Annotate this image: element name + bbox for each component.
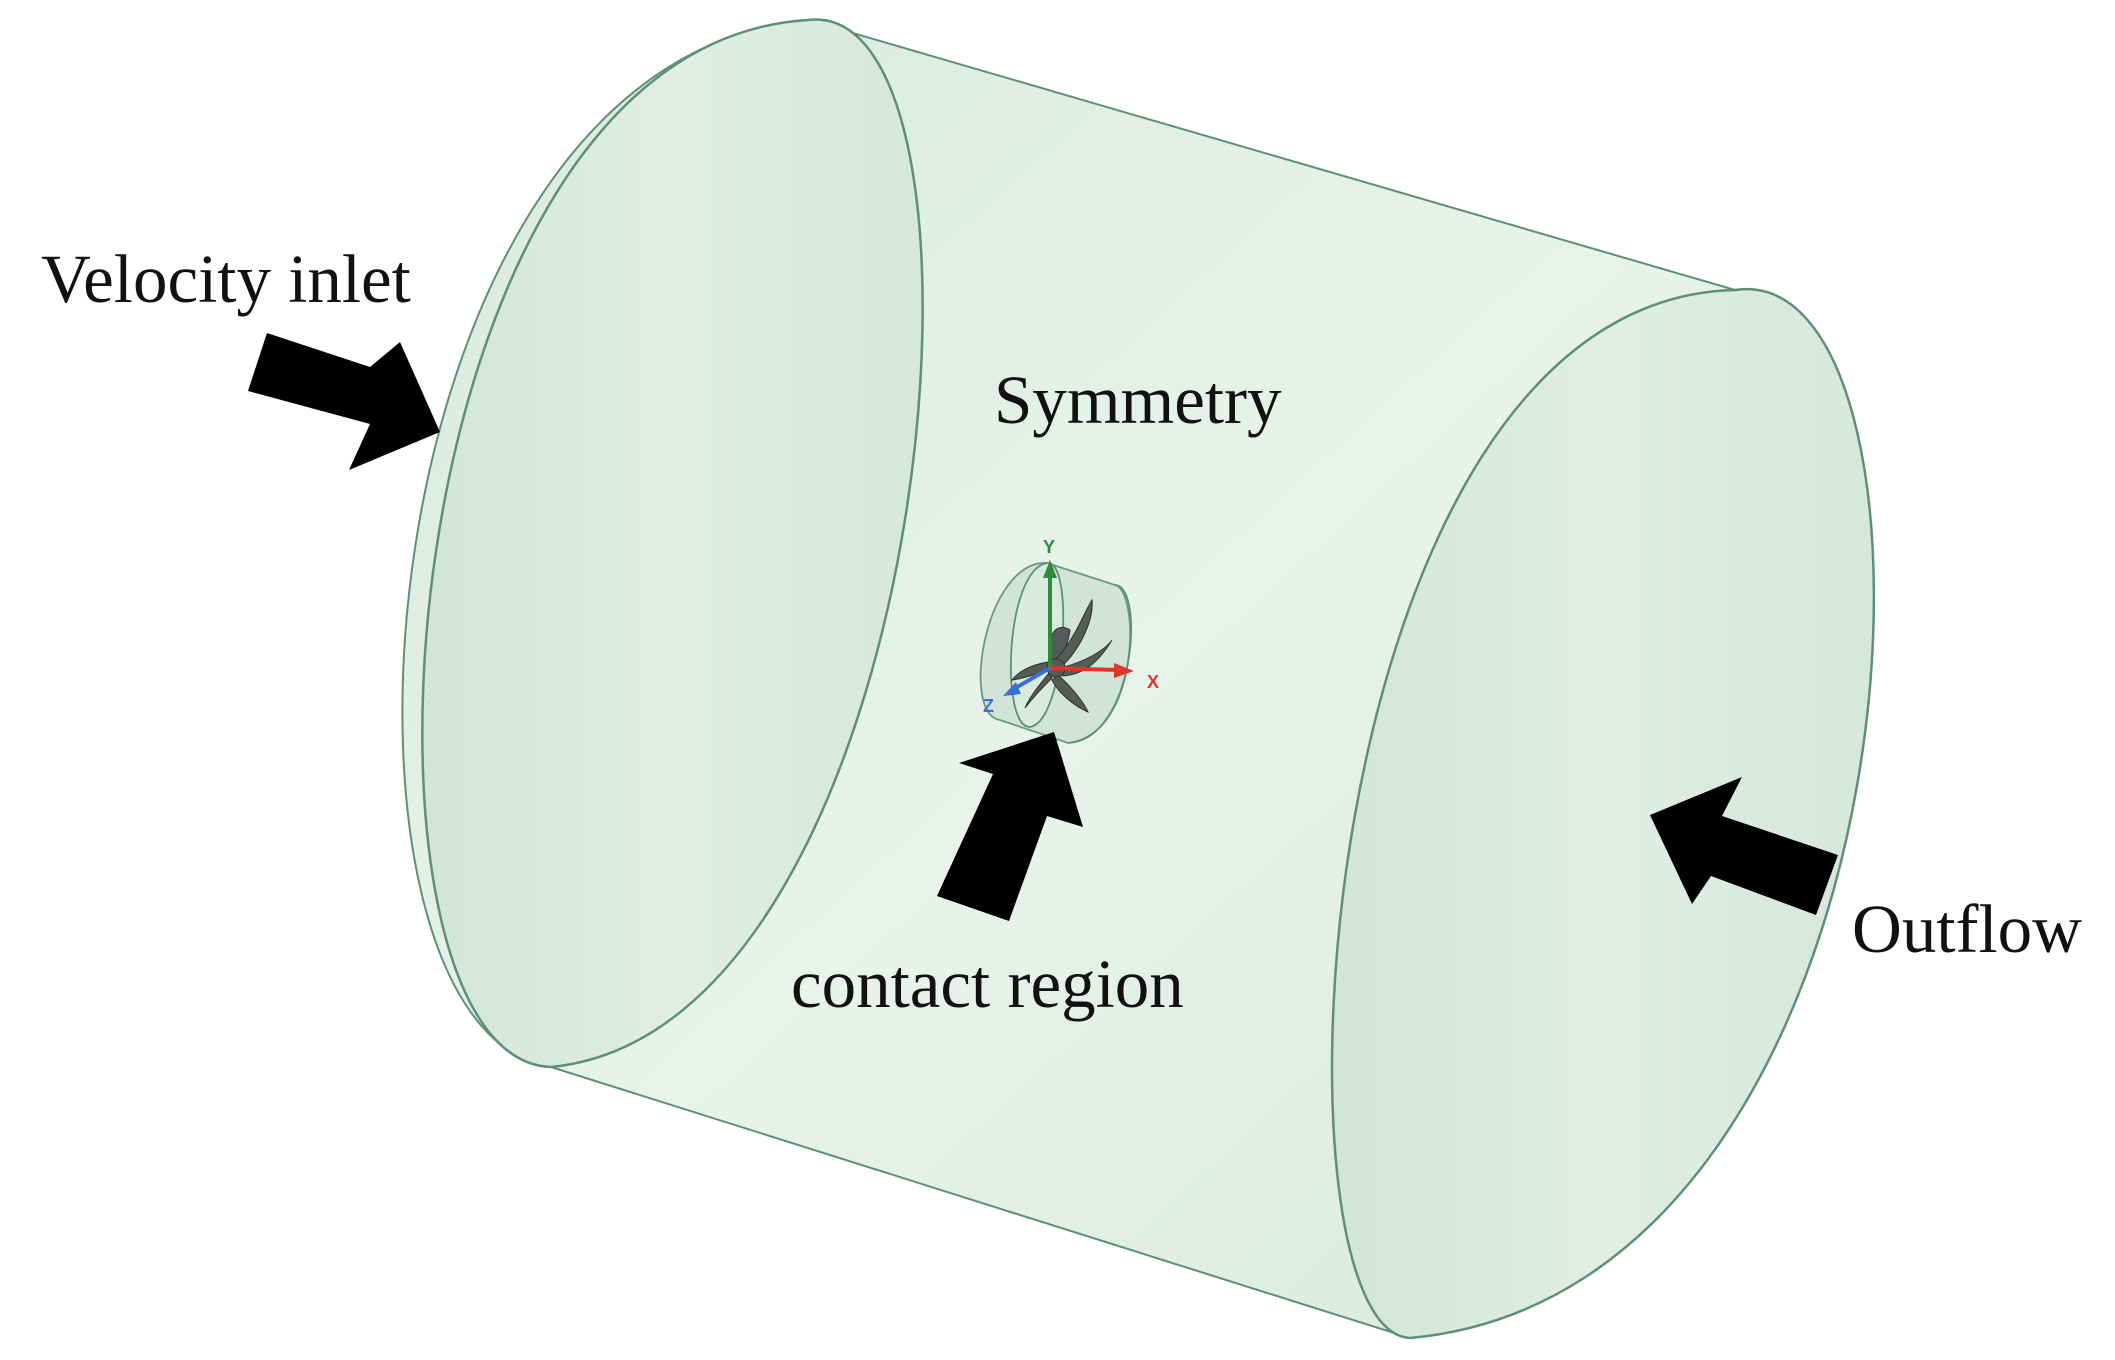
- contact-region-label: contact region: [791, 946, 1184, 1022]
- outflow-label: Outflow: [1852, 891, 2082, 967]
- velocity-inlet-label: Velocity inlet: [41, 241, 411, 317]
- contact-region-arrow: [937, 732, 1083, 921]
- z-axis-arrowhead: [1003, 682, 1021, 696]
- z-axis-line: [1010, 666, 1052, 692]
- x-axis-arrowhead: [1114, 663, 1134, 678]
- z-axis-label: Z: [983, 696, 994, 716]
- contact-region-cylinder: [979, 562, 1132, 744]
- outflow-arrow: [1650, 777, 1838, 915]
- symmetry-label: Symmetry: [994, 362, 1282, 438]
- y-axis-arrowhead: [1043, 560, 1057, 578]
- x-axis-line: [1049, 666, 1119, 672]
- inlet-face: [421, 18, 924, 1069]
- x-axis-label: X: [1147, 672, 1159, 692]
- velocity-inlet-arrow: [248, 333, 440, 470]
- axis-triad: Y X Z: [983, 537, 1159, 716]
- y-axis-label: Y: [1043, 537, 1055, 557]
- outflow-face: [1330, 288, 1876, 1340]
